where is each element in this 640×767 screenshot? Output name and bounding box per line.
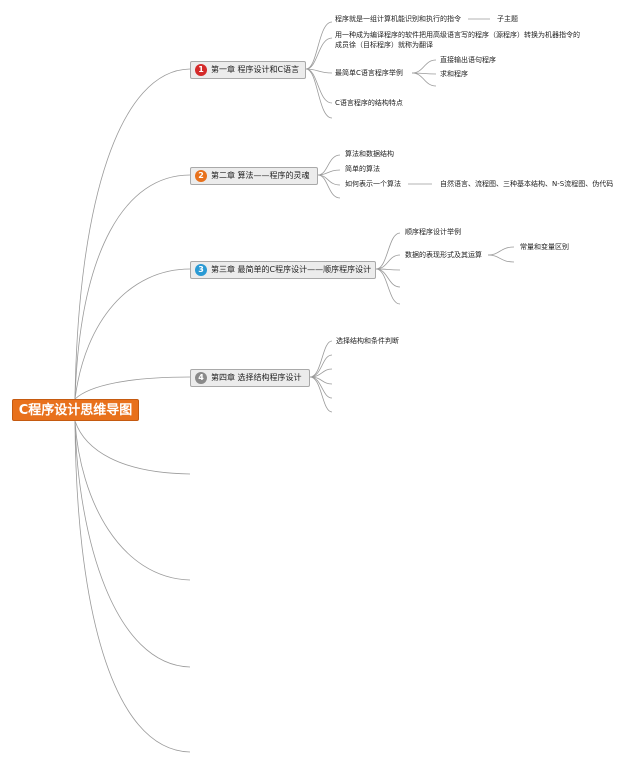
root-branch-4 [74,376,191,400]
ch1-compiler-line2[interactable]: 成员徐（目标程序）就称为翻译 [335,41,433,49]
ch3-data-forms[interactable]: 数据的表现形式及其运算 [405,251,482,259]
ch3-seq-example[interactable]: 顺序程序设计举例 [405,228,461,236]
ch1-sum-program[interactable]: 求和程序 [440,70,468,78]
ch1-compiler-line1[interactable]: 用一种成为编译程序的软件把用高级语言写的程序（源程序）转换为机器指令的 [335,31,580,39]
chapter-2-label: 第二章 算法——程序的灵魂 [211,171,310,180]
root-branch-empty-4 [74,420,191,753]
ch2-represent[interactable]: 如何表示一个算法 [345,180,401,188]
ch1-program-def[interactable]: 程序就是一组计算机能识别和执行的指令 [335,15,461,23]
ch1-direct-output[interactable]: 直接输出语句程序 [440,56,496,64]
ch2-algo-data[interactable]: 算法和数据结构 [345,150,394,158]
root-branch-empty-3 [74,420,191,668]
badge-2-icon: 2 [195,170,207,182]
badge-4-icon: 4 [195,372,207,384]
chapter-4-node[interactable]: 4 第四章 选择结构程序设计 [190,369,310,387]
chapter-3-label: 第三章 最简单的C程序设计——顺序程序设计 [211,265,372,274]
chapter-3-node[interactable]: 3 第三章 最简单的C程序设计——顺序程序设计 [190,261,376,279]
ch3-const-var[interactable]: 常量和变量区别 [520,243,569,251]
chapter-1-label: 第一章 程序设计和C语言 [211,65,300,74]
ch4-select-cond[interactable]: 选择结构和条件判断 [336,337,399,345]
root-branch-1 [74,68,191,400]
root-branch-3 [74,268,191,400]
ch1-subtopic[interactable]: 子主题 [497,15,518,23]
ch2-simple-algo[interactable]: 简单的算法 [345,165,380,173]
ch1-structure-features[interactable]: C语言程序的结构特点 [335,99,403,107]
ch2-methods[interactable]: 自然语言、流程图、三种基本结构、N-S流程图、伪代码 [440,180,614,188]
ch1-simplest-example[interactable]: 最简单C语言程序举例 [335,69,403,77]
badge-1-icon: 1 [195,64,207,76]
root-branch-empty-2 [74,420,191,581]
chapter-4-label: 第四章 选择结构程序设计 [211,373,302,382]
badge-3-icon: 3 [195,264,207,276]
root-branch-2 [74,174,191,400]
chapter-2-node[interactable]: 2 第二章 算法——程序的灵魂 [190,167,318,185]
root-node[interactable]: C程序设计思维导图 [12,399,139,421]
chapter-1-node[interactable]: 1 第一章 程序设计和C语言 [190,61,306,79]
root-branch-empty-1 [74,420,191,475]
